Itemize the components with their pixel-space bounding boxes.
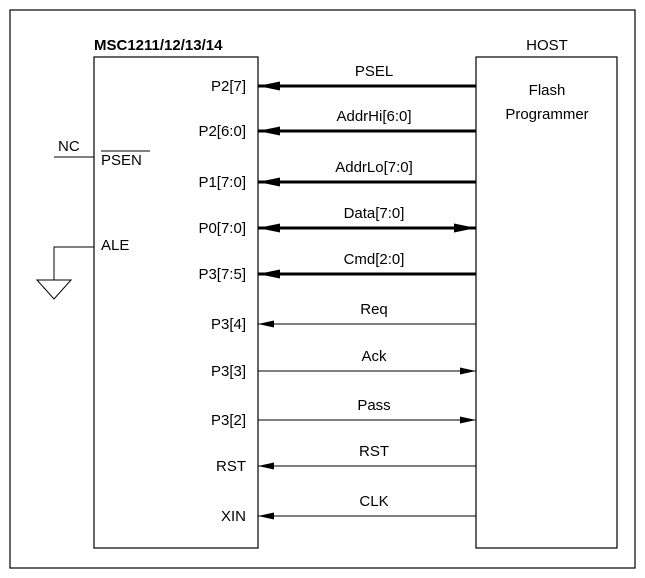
signal-psel: PSEL	[258, 63, 476, 91]
signal-cmd-2-0: Cmd[2:0]	[258, 251, 476, 279]
host-title: HOST	[526, 37, 568, 54]
arrow-head	[460, 416, 476, 424]
arrow-head	[258, 320, 274, 328]
pin-label: P3[7:5]	[198, 266, 246, 283]
chip-block	[93, 56, 259, 549]
pin-label: P2[6:0]	[198, 123, 246, 140]
host-block	[475, 56, 618, 549]
signal-rst: RST	[258, 443, 476, 470]
signal-label: CLK	[359, 493, 388, 510]
signal-label: AddrHi[6:0]	[336, 108, 411, 125]
signal-clk: CLK	[258, 493, 476, 520]
ground-symbol	[35, 279, 73, 300]
pin-label: RST	[216, 458, 246, 475]
arrow-head	[460, 367, 476, 375]
signal-label: RST	[359, 443, 389, 460]
pin-label: XIN	[221, 508, 246, 525]
ale-ground-wire	[53, 246, 94, 280]
signal-label: Cmd[2:0]	[344, 251, 405, 268]
nc-label: NC	[58, 138, 80, 155]
arrow-head	[258, 512, 274, 520]
host-label-flash: Flash	[529, 82, 566, 99]
signal-addrlo-7-0: AddrLo[7:0]	[258, 159, 476, 187]
pin-label: P3[3]	[211, 363, 246, 380]
arrow-head	[454, 223, 476, 233]
signal-label: Ack	[361, 348, 387, 365]
signal-data-7-0: Data[7:0]	[258, 205, 476, 233]
signal-label: Req	[360, 301, 388, 318]
pin-label: P2[7]	[211, 78, 246, 95]
signal-label: PSEL	[355, 63, 393, 80]
signal-ack: Ack	[258, 348, 476, 375]
arrow-head	[258, 126, 280, 136]
ale-label: ALE	[101, 237, 129, 254]
signal-label: AddrLo[7:0]	[335, 159, 413, 176]
signal-label: Pass	[357, 397, 390, 414]
chip-title: MSC1211/12/13/14	[94, 37, 223, 54]
signal-pass: Pass	[258, 397, 476, 424]
signal-addrhi-6-0: AddrHi[6:0]	[258, 108, 476, 136]
psen-label: PSEN	[101, 152, 142, 169]
pin-label: P1[7:0]	[198, 174, 246, 191]
arrow-head	[258, 177, 280, 187]
pin-label: P3[2]	[211, 412, 246, 429]
pin-label: P3[4]	[211, 316, 246, 333]
arrow-head	[258, 462, 274, 470]
host-label-programmer: Programmer	[505, 106, 588, 123]
outer-frame	[9, 9, 636, 569]
signal-req: Req	[258, 301, 476, 328]
pin-label: P0[7:0]	[198, 220, 246, 237]
arrow-head	[258, 223, 280, 233]
arrow-head	[258, 81, 280, 91]
signal-label: Data[7:0]	[344, 205, 405, 222]
arrow-head	[258, 269, 280, 279]
